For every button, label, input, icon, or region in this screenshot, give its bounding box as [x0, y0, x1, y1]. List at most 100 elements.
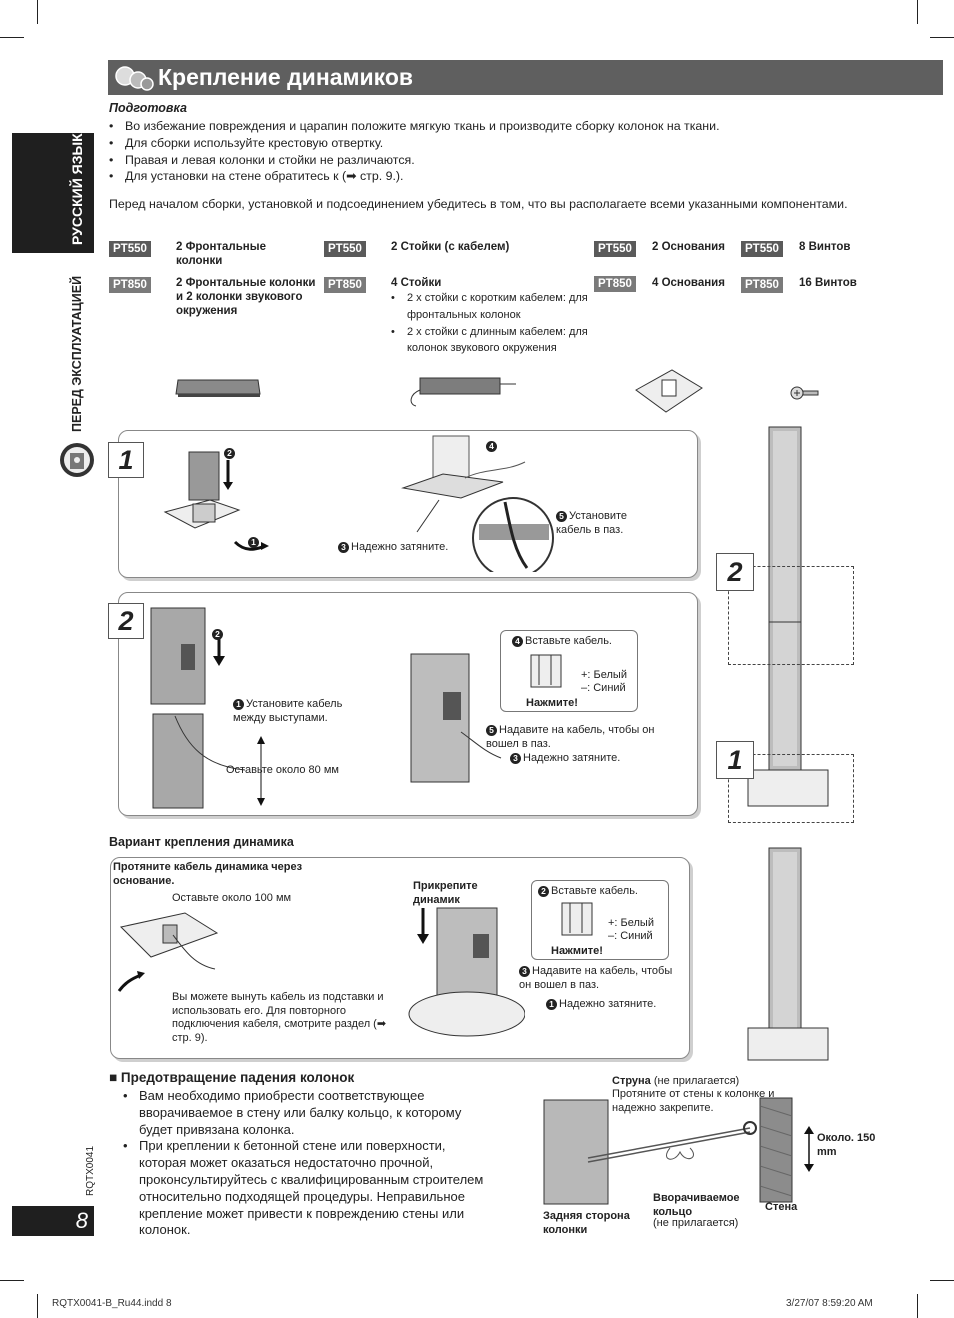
- model-badge: PT850: [741, 277, 783, 293]
- prep-heading: Подготовка: [109, 101, 187, 115]
- press-label: Нажмите!: [551, 945, 603, 957]
- anchor-illustration: [543, 1097, 793, 1205]
- prevention-heading: ■ Предотвращение падения колонок: [109, 1070, 355, 1085]
- model-badge: PT550: [324, 241, 366, 257]
- list-item: Для сборки используйте крестовую отвертк…: [109, 135, 909, 152]
- list-item: При креплении к бетонной стене или повер…: [123, 1138, 489, 1239]
- step1-base-illustration: [163, 451, 269, 551]
- step1-badge-2: 2: [224, 447, 237, 461]
- front-speaker-image: [175, 379, 261, 397]
- tower-step2-box: [728, 566, 854, 665]
- distance-label: Около. 150 mm: [817, 1132, 876, 1158]
- parts-stands-b-list: 2 х стойки с коротким кабелем: для фронт…: [391, 290, 591, 357]
- page-title-bar: Крепление динамиков: [108, 60, 943, 95]
- parts-front-a: 2 Фронтальные колонки: [176, 241, 266, 267]
- list-item: 2 х стойки с длинным кабелем: для колоно…: [391, 324, 591, 358]
- parts-screws-b: 16 Винтов: [799, 277, 857, 289]
- variant-base-illustration: [117, 912, 219, 992]
- prep-intro: Перед началом сборки, установкой и подсо…: [109, 197, 848, 211]
- distance-arrow-icon: [804, 1126, 814, 1172]
- variant-leave-100: Оставьте около 100 мм: [172, 892, 292, 904]
- short-speaker-illustration: [747, 847, 829, 1061]
- model-badge: PT550: [594, 241, 636, 257]
- crop-mark: [0, 37, 24, 38]
- variant-heading: Вариант крепления динамика: [109, 835, 294, 849]
- list-item: Для установки на стене обратитесь к (➡ с…: [109, 168, 909, 185]
- wire-white: +: Белый: [608, 917, 654, 929]
- page-number-box: 8: [12, 1206, 94, 1236]
- step2-terminal-illustration: [410, 653, 502, 783]
- rear-label: Задняя сторона колонки: [543, 1210, 630, 1236]
- model-badge: PT550: [741, 241, 783, 257]
- crop-mark: [930, 37, 954, 38]
- tower-step1-box: [728, 754, 854, 823]
- crop-mark: [37, 1294, 38, 1318]
- variant-remove-note: Вы можете вынуть кабель из подставки и и…: [172, 991, 387, 1044]
- prevention-list: Вам необходимо приобрести соответствующе…: [123, 1088, 489, 1239]
- wire-blue: –: Синий: [608, 930, 653, 942]
- parts-bases-b: 4 Основания: [652, 277, 725, 289]
- parts-screws-a: 8 Винтов: [799, 241, 851, 253]
- list-item: Вам необходимо приобрести соответствующе…: [123, 1088, 489, 1138]
- page-number: 8: [75, 1208, 88, 1233]
- wire-white: +: Белый: [581, 669, 627, 681]
- parts-stands-b: 4 Стойки: [391, 277, 442, 289]
- list-item: 2 х стойки с коротким кабелем: для фронт…: [391, 290, 591, 324]
- crop-mark: [0, 1280, 24, 1281]
- variant-attach: Прикрепите динамик: [413, 880, 478, 906]
- language-label: РУССКИЙ ЯЗЫК: [69, 133, 85, 245]
- page-title: Крепление динамиков: [158, 64, 414, 90]
- step1-badge-1: 1: [248, 536, 261, 550]
- parts-bases-a: 2 Основания: [652, 241, 725, 253]
- list-item: Правая и левая колонки и стойки не разли…: [109, 152, 909, 169]
- footer-file: RQTX0041-B_Ru44.indd 8: [52, 1298, 172, 1309]
- model-badge: PT850: [324, 277, 366, 293]
- stand-image: [410, 377, 516, 407]
- press-label: Нажмите!: [526, 697, 578, 709]
- crop-mark: [917, 0, 918, 24]
- tall-speaker-illustration: [747, 426, 829, 807]
- list-item: Во избежание повреждения и царапин полож…: [109, 118, 909, 135]
- doc-code: RQTX0041: [85, 1145, 96, 1196]
- terminal-icon: [530, 654, 562, 688]
- step2-badge-2: 2: [212, 628, 225, 642]
- language-tab: РУССКИЙ ЯЗЫК: [12, 133, 94, 253]
- step2-leave-80: Оставьте около 80 мм: [226, 764, 339, 776]
- bubbles-icon: [115, 66, 154, 91]
- variant-speaker-illustration: [408, 907, 525, 1037]
- step1-number: 1: [108, 442, 144, 478]
- tower-step2-number: 2: [716, 553, 754, 591]
- step2-speaker-illustration: [150, 607, 265, 809]
- step1-badge-4: 4: [486, 440, 499, 454]
- string-desc: Протяните от стены к колонке и надежно з…: [612, 1088, 775, 1114]
- parts-stands-a: 2 Стойки (с кабелем): [391, 241, 510, 253]
- footer-date: 3/27/07 8:59:20 AM: [786, 1298, 873, 1309]
- crop-mark: [37, 0, 38, 24]
- step2-number: 2: [108, 603, 144, 639]
- step1-stand-illustration: [401, 435, 554, 572]
- prep-list: Во избежание повреждения и царапин полож…: [109, 118, 909, 185]
- parts-front-b: 2 Фронтальные колонки и 2 колонки звуков…: [176, 277, 316, 317]
- tower-step1-number: 1: [716, 741, 754, 779]
- ring-note: (не прилагается): [653, 1217, 739, 1229]
- wire-blue: –: Синий: [581, 682, 626, 694]
- model-badge: PT550: [109, 241, 151, 257]
- model-badge: PT850: [594, 276, 636, 292]
- wall-label: Стена: [765, 1201, 798, 1213]
- model-badge: PT850: [109, 277, 151, 293]
- crop-mark: [930, 1280, 954, 1281]
- section-label: ПЕРЕД ЭКСПЛУАТАЦИЕЙ: [70, 275, 84, 432]
- variant-pass-cable: Протяните кабель динамика через основани…: [113, 861, 303, 887]
- string-label: Струна (не прилагается): [612, 1075, 740, 1087]
